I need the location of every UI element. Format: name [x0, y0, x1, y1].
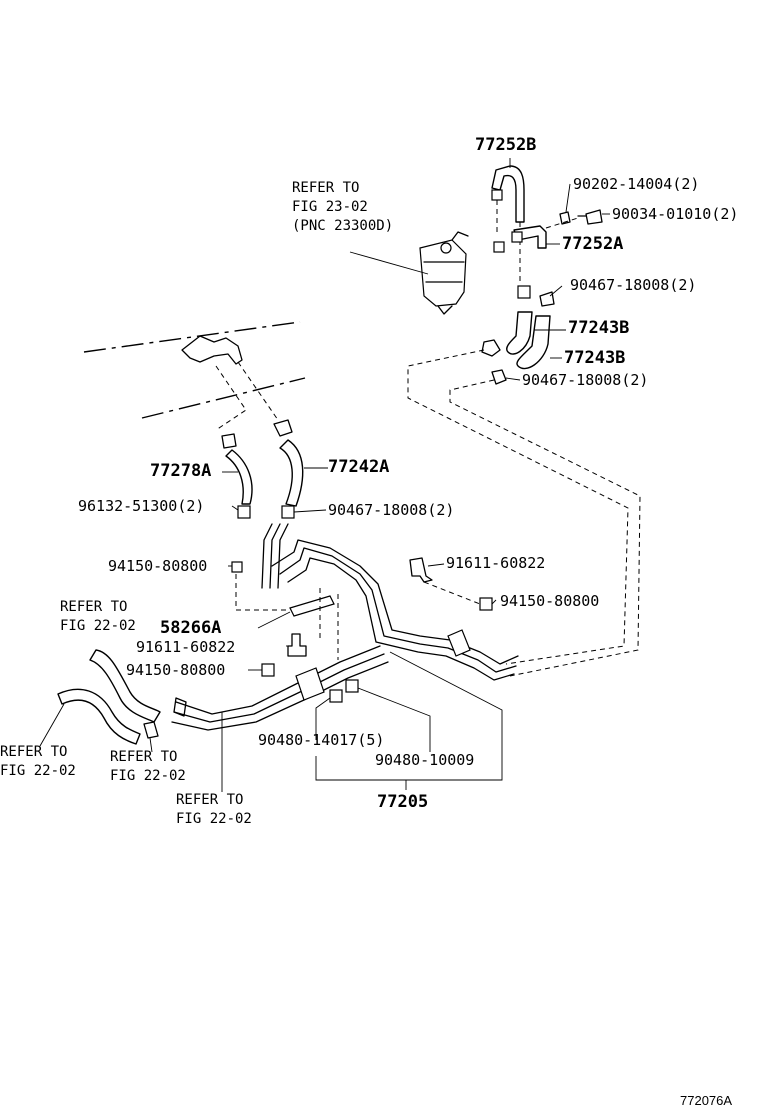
label-96132-51300: 96132-51300(2): [78, 497, 205, 515]
label-90034-01010: 90034-01010(2): [612, 205, 739, 223]
hose-fig22-bottom: [57, 688, 141, 745]
label-90480-10009: 90480-10009: [375, 751, 475, 769]
bracket-58266A: [289, 595, 335, 617]
label-90467-18008-top: 90467-18008(2): [570, 276, 697, 294]
ref-fig-23-02: REFER TO FIG 23-02 (PNC 23300D): [292, 180, 394, 234]
bolt-90034: [577, 209, 603, 225]
clamp-90467-mid-b: [491, 369, 507, 385]
diagram-code: 772076A: [680, 1093, 733, 1108]
clamp-77252B: [491, 189, 503, 201]
fuel-pipe-77205: [171, 523, 519, 731]
body-outline-upper: [83, 321, 301, 353]
clamp-96132: [237, 505, 251, 519]
hose-77278A: [225, 449, 253, 505]
label-94150-80800-a: 94150-80800: [108, 557, 208, 575]
label-90467-18008-mid: 90467-18008(2): [522, 371, 649, 389]
label-94150-80800-c: 94150-80800: [126, 661, 226, 679]
washer-90202: [559, 211, 571, 225]
label-77278A: 77278A: [150, 461, 212, 481]
pipe-bracket-upper: [181, 335, 243, 365]
clamp-90467-left: [281, 505, 295, 519]
bolt-91611-b: [287, 633, 307, 657]
hose-77252B: [491, 165, 525, 223]
clamp-90467-mid-a: [481, 339, 501, 357]
label-90467-18008-left: 90467-18008(2): [328, 501, 455, 519]
bolt-91611-a: [409, 557, 433, 583]
hose-77243B-a: [506, 311, 533, 355]
label-77243B-b: 77243B: [564, 348, 626, 368]
clamp-77278A: [221, 433, 237, 449]
clamp-77252A: [511, 231, 523, 243]
nut-94150-c: [261, 663, 275, 677]
label-77205: 77205: [377, 792, 429, 812]
clamp-lower-a: [173, 697, 187, 717]
label-90480-14017: 90480-14017(5): [258, 731, 385, 749]
ref-fig-22-02-left: REFER TO FIG 22-02: [0, 744, 76, 779]
washer-left: [493, 241, 505, 253]
clamp-lower-b: [143, 721, 159, 739]
label-77252B: 77252B: [475, 135, 537, 155]
label-90202-14004: 90202-14004(2): [573, 175, 700, 193]
label-77252A: 77252A: [562, 234, 624, 254]
ref-fig-22-02-top: REFER TO FIG 22-02: [60, 599, 136, 634]
label-91611-60822-a: 91611-60822: [446, 554, 546, 572]
clip-90480-10009: [345, 679, 359, 693]
label-91611-60822-b: 91611-60822: [136, 638, 236, 656]
label-77242A: 77242A: [328, 457, 390, 477]
clamp-90467-top-b: [539, 291, 555, 307]
label-58266A: 58266A: [160, 618, 222, 638]
body-outline-lower: [141, 377, 306, 419]
ref-fig-22-02-bottom: REFER TO FIG 22-02: [176, 792, 252, 827]
clamp-77242A: [273, 419, 293, 437]
nut-94150-b: [479, 597, 493, 611]
label-77243B-a: 77243B: [568, 318, 630, 338]
nut-94150-a: [231, 561, 243, 573]
fuel-filter-assembly: [419, 231, 469, 315]
hose-77243B-b: [516, 315, 551, 370]
label-94150-80800-b: 94150-80800: [500, 592, 600, 610]
ref-fig-22-02-mid: REFER TO FIG 22-02: [110, 749, 186, 784]
clip-90480-14017: [329, 689, 343, 703]
clamp-90467-top-a: [517, 285, 531, 299]
hose-77242A: [279, 439, 304, 507]
leader-lines: [39, 158, 610, 792]
